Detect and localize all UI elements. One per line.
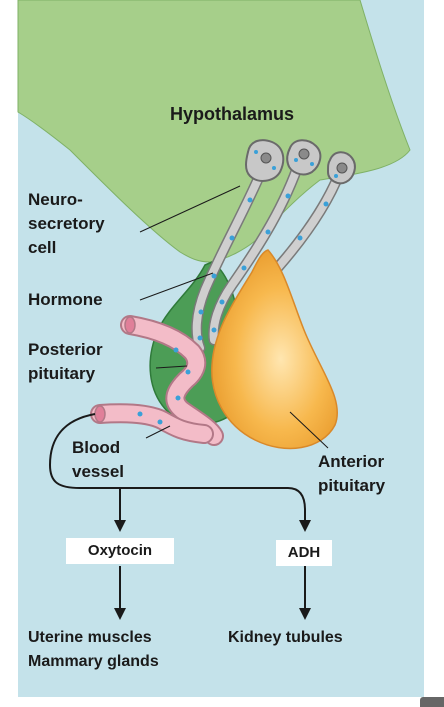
box-oxytocin: Oxytocin xyxy=(66,538,174,564)
box-adh: ADH xyxy=(276,540,332,566)
label-mammary-glands: Mammary glands xyxy=(28,652,159,672)
label-anterior-line2: pituitary xyxy=(318,476,385,496)
label-hormone: Hormone xyxy=(28,290,103,310)
corner-scroll-handle xyxy=(420,697,444,707)
label-anterior-line1: Anterior xyxy=(318,452,384,472)
label-hypothalamus: Hypothalamus xyxy=(170,104,294,124)
label-neuro-line3: cell xyxy=(28,238,56,258)
label-neuro-line1: Neuro- xyxy=(28,190,83,210)
label-blood-line2: vessel xyxy=(72,462,124,482)
arrowheads xyxy=(114,520,311,620)
label-kidney-tubules: Kidney tubules xyxy=(228,628,343,648)
label-posterior-line2: pituitary xyxy=(28,364,95,384)
label-uterine-muscles: Uterine muscles xyxy=(28,628,152,648)
label-blood-line1: Blood xyxy=(72,438,120,458)
label-neuro-line2: secretory xyxy=(28,214,105,234)
label-posterior-line1: Posterior xyxy=(28,340,103,360)
